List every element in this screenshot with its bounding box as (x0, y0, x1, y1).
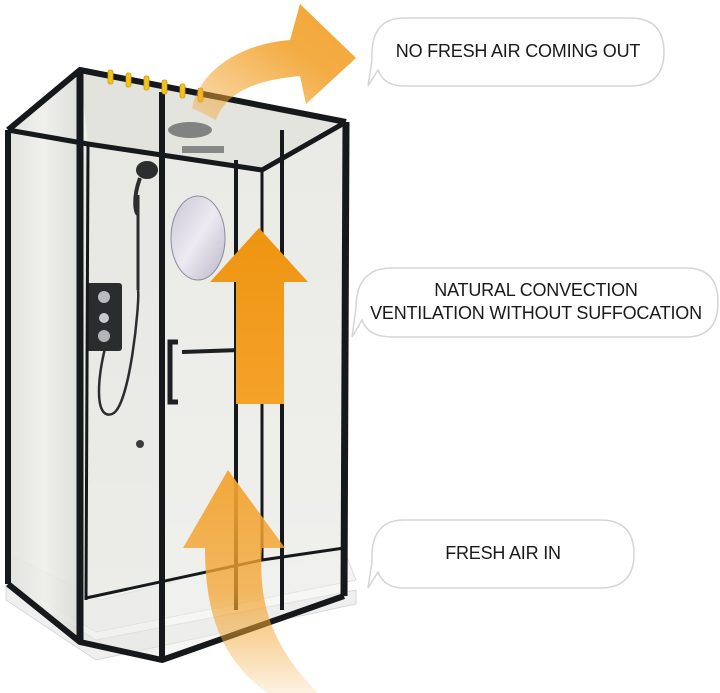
shower-head (97, 161, 158, 416)
callout-natural-convection: NATURAL CONVECTION VENTILATION WITHOUT S… (354, 266, 718, 338)
callout-fresh-air-in: FRESH AIR IN (372, 518, 634, 588)
curved-arrow-in-icon (183, 470, 318, 693)
callout-top-text: NO FRESH AIR COMING OUT (395, 40, 641, 61)
control-panel (86, 283, 122, 351)
bubble-top (367, 17, 665, 87)
curved-arrow-out-icon (192, 4, 356, 120)
shower-cabin (5, 67, 357, 663)
side-glass (8, 70, 80, 640)
callout-middle-line2: VENTILATION WITHOUT SUFFOCATION (370, 303, 702, 323)
up-arrow-icon (210, 228, 308, 404)
door-handle (167, 339, 178, 405)
callout-bottom-text: FRESH AIR IN (445, 542, 561, 563)
callout-middle-line1: NATURAL CONVECTION (434, 280, 638, 300)
bubble-bottom (367, 519, 635, 589)
bubble-middle (351, 267, 719, 338)
mirror (170, 195, 226, 281)
callout-no-fresh-air: NO FRESH AIR COMING OUT (372, 16, 664, 86)
